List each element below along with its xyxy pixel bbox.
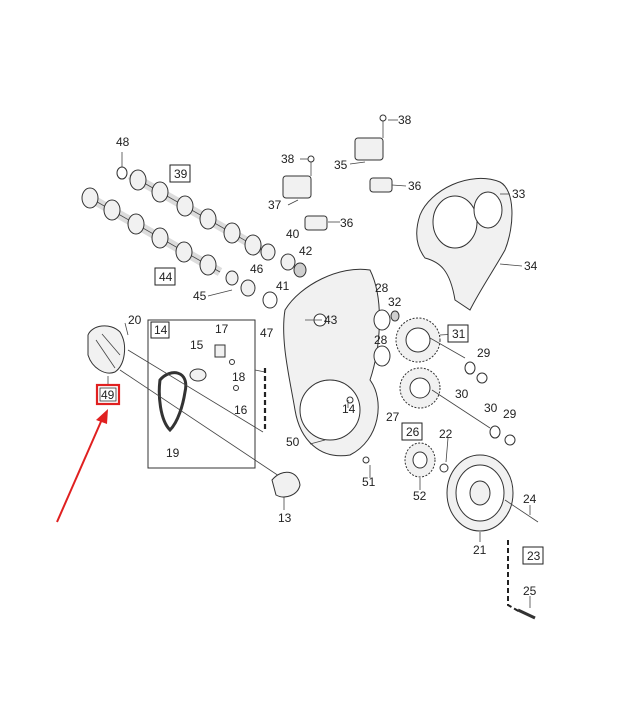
part-label-20: 20 [128,313,142,327]
boxed-label-49-highlighted: 49 [101,388,115,402]
part-label-38: 38 [281,152,295,166]
boxed-label-26: 26 [406,425,420,439]
part-label-45: 45 [193,289,207,303]
part-label-29: 29 [503,407,517,421]
part-label-36-top: 36 [408,179,422,193]
part-label-48: 48 [116,135,130,149]
part-label-28-top: 28 [375,281,389,295]
part-label-21: 21 [473,543,487,557]
timing-belt-19 [157,371,188,433]
part-label-52: 52 [413,489,427,503]
part-label-36: 36 [340,216,354,230]
tensioner-13 [271,471,301,498]
o-ring-48 [116,166,128,180]
camshaft-upper [127,169,265,256]
part-label-47: 47 [260,326,274,340]
pulley-52 [404,442,449,478]
part-label-17: 17 [215,322,229,336]
camshaft-lower [81,187,223,276]
cover-49 [87,325,126,374]
part-label-43: 43 [324,313,338,327]
part-label-16: 16 [234,403,248,417]
part-label-37: 37 [268,198,282,212]
pulley-31 [395,317,466,363]
part-label-38-top: 38 [398,113,412,127]
boxed-label-44: 44 [159,270,173,284]
part-label-46: 46 [250,262,264,276]
part-label-42: 42 [299,244,313,258]
part-label-33: 33 [512,187,526,201]
inner-timing-cover [283,268,380,457]
part-label-32: 32 [388,295,402,309]
part-label-30: 30 [484,401,498,415]
leader-lines [107,119,531,608]
part-label-35: 35 [334,158,348,172]
seals-28-32 [373,309,400,367]
washers-bolts [346,361,516,464]
boxed-label-31: 31 [452,327,466,341]
upper-timing-cover [416,177,513,311]
part-label-14: 14 [342,402,356,416]
part-label-13: 13 [278,511,292,525]
part-label-30-top: 30 [455,387,469,401]
part-label-27: 27 [386,410,400,424]
part-label-50: 50 [286,435,300,449]
boxed-label-39: 39 [174,167,188,181]
tensioner-parts [189,344,239,391]
part-label-24: 24 [523,492,537,506]
part-label-40: 40 [286,227,300,241]
part-label-29-top: 29 [477,346,491,360]
boxed-label-14: 14 [154,323,168,337]
part-label-34: 34 [524,259,538,273]
boxed-label-23: 23 [527,549,541,563]
red-pointer-arrow [56,409,108,523]
part-label-22: 22 [439,427,453,441]
solenoid-valve-upper [354,114,393,193]
pulley-27 [399,367,491,429]
part-label-18: 18 [232,370,246,384]
crankshaft-pulley [446,454,539,532]
solenoid-valve-lower [282,155,328,231]
bearing-seals [225,243,307,309]
part-label-41: 41 [276,279,290,293]
boxed-labels: 39 44 31 14 49 26 23 [95,164,544,565]
part-label-28: 28 [374,333,388,347]
part-label-15: 15 [190,338,204,352]
part-label-19: 19 [166,446,180,460]
part-label-51: 51 [362,475,376,489]
detail-box-14 [147,319,256,469]
bolt-group-23 [507,540,521,613]
part-label-25: 25 [523,584,537,598]
part-labels: 48 38 38 35 36 36 37 33 40 42 46 34 41 4… [116,113,538,598]
